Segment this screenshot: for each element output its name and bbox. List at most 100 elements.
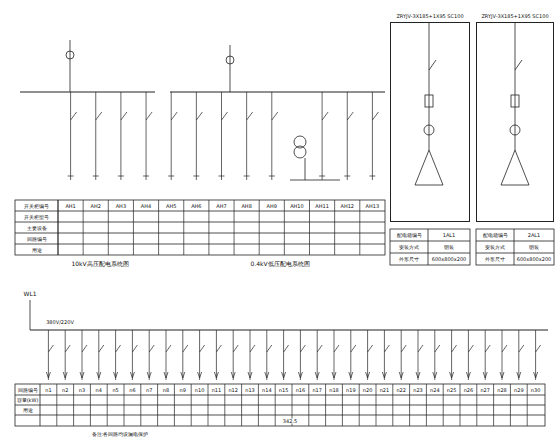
feeder-line [132,330,133,380]
arrow-head [317,372,319,378]
table-line [157,384,158,426]
circuit-number: n2 [62,387,68,392]
feeder-line [451,330,452,380]
table-line [460,384,461,426]
breaker-symbol [82,345,87,352]
table-header: 配电箱编号 [397,233,422,238]
incoming-line [30,300,31,330]
table-line [476,384,477,426]
arrow-head [99,372,101,378]
incoming-line [70,40,71,92]
arrow-head [116,372,118,378]
arrow-head [399,372,401,378]
arrow-head [46,372,48,378]
lv-bus-stub [290,180,340,181]
table-line [191,384,192,426]
table-line [208,200,209,255]
table-line [510,384,511,426]
breaker-symbol [222,112,228,120]
arrow-head [418,372,420,378]
table-line [15,244,385,245]
hv-busbar [20,91,155,92]
feeder-line [384,330,385,380]
ground-symbol [219,176,225,177]
table-header: 开关柜型号 [24,214,49,219]
feeder-line [166,330,167,380]
breaker-symbol [166,345,171,352]
breaker-symbol [216,345,221,352]
feeder-line [434,330,435,380]
arrow-head [502,372,504,378]
feeder-line [518,330,519,380]
breaker-symbol [71,112,77,120]
breaker-symbol [149,345,154,352]
fuse-symbol [425,95,433,107]
table-line [58,200,59,255]
arrow-head [349,372,351,378]
table-cell: 明装 [529,245,539,250]
lv-busbar [170,91,385,92]
arrow-head [183,372,185,378]
feeder-line [250,330,251,380]
table-line [493,384,494,426]
table-header: 用途 [32,247,42,252]
caption: 0.4kV低压配电系统图 [250,261,309,267]
arrow-head [536,372,538,378]
table-line [390,253,470,254]
feeder-line [196,92,197,180]
cabinet-number: AH10 [290,203,304,208]
breaker-symbol [121,112,127,120]
circuit-number: n23 [413,387,423,392]
ground-symbol [68,176,74,177]
arrow-head [334,372,336,378]
breaker-symbol [452,345,457,352]
table-line [409,384,410,426]
ground-symbol [143,176,149,177]
feeder-line [468,330,469,380]
repeated-feeders [46,92,540,426]
breaker-symbol [247,112,253,120]
breaker-symbol [322,112,328,120]
arrow-head [63,372,65,378]
circuit-number: n10 [195,387,205,392]
table-line [275,384,276,426]
table-line [15,395,545,396]
table-line [241,384,242,426]
circuit-number: n5 [112,387,118,392]
table-line [325,384,326,426]
arrow-head [48,372,50,378]
feeder-line [246,92,247,180]
breaker-symbol [267,345,272,352]
breaker-symbol [519,345,524,352]
cabinet-number: AH7 [216,203,226,208]
total-load: 342.5 [283,418,297,423]
feeder-line [216,330,217,380]
cabinet-number: AH13 [366,203,380,208]
arrow-head [483,372,485,378]
arrow-head [164,372,166,378]
arrow-head [485,372,487,378]
table-header: 外形尺寸 [485,257,505,262]
table-line [284,200,285,255]
circuit-number: n16 [296,387,306,392]
feeder-line [300,330,301,380]
circuit-number: n14 [262,387,272,392]
table-header: 安装方式 [399,245,419,250]
table-line [108,200,109,255]
table-cell: 明装 [444,245,454,250]
table-header: 回路编号 [18,387,38,392]
arrow-head [267,372,269,378]
table-header: 主要设备 [27,225,47,230]
breaker-symbol [468,345,473,352]
breaker-symbol [233,345,238,352]
ground-symbol [344,176,350,177]
table-line [15,222,385,223]
circuit-number: n20 [363,387,373,392]
feeder-line [485,330,486,380]
feeder-line [271,92,272,180]
table-line [359,384,360,426]
circuit-number: n27 [480,387,490,392]
table-line [174,384,175,426]
breaker-symbol [368,345,373,352]
